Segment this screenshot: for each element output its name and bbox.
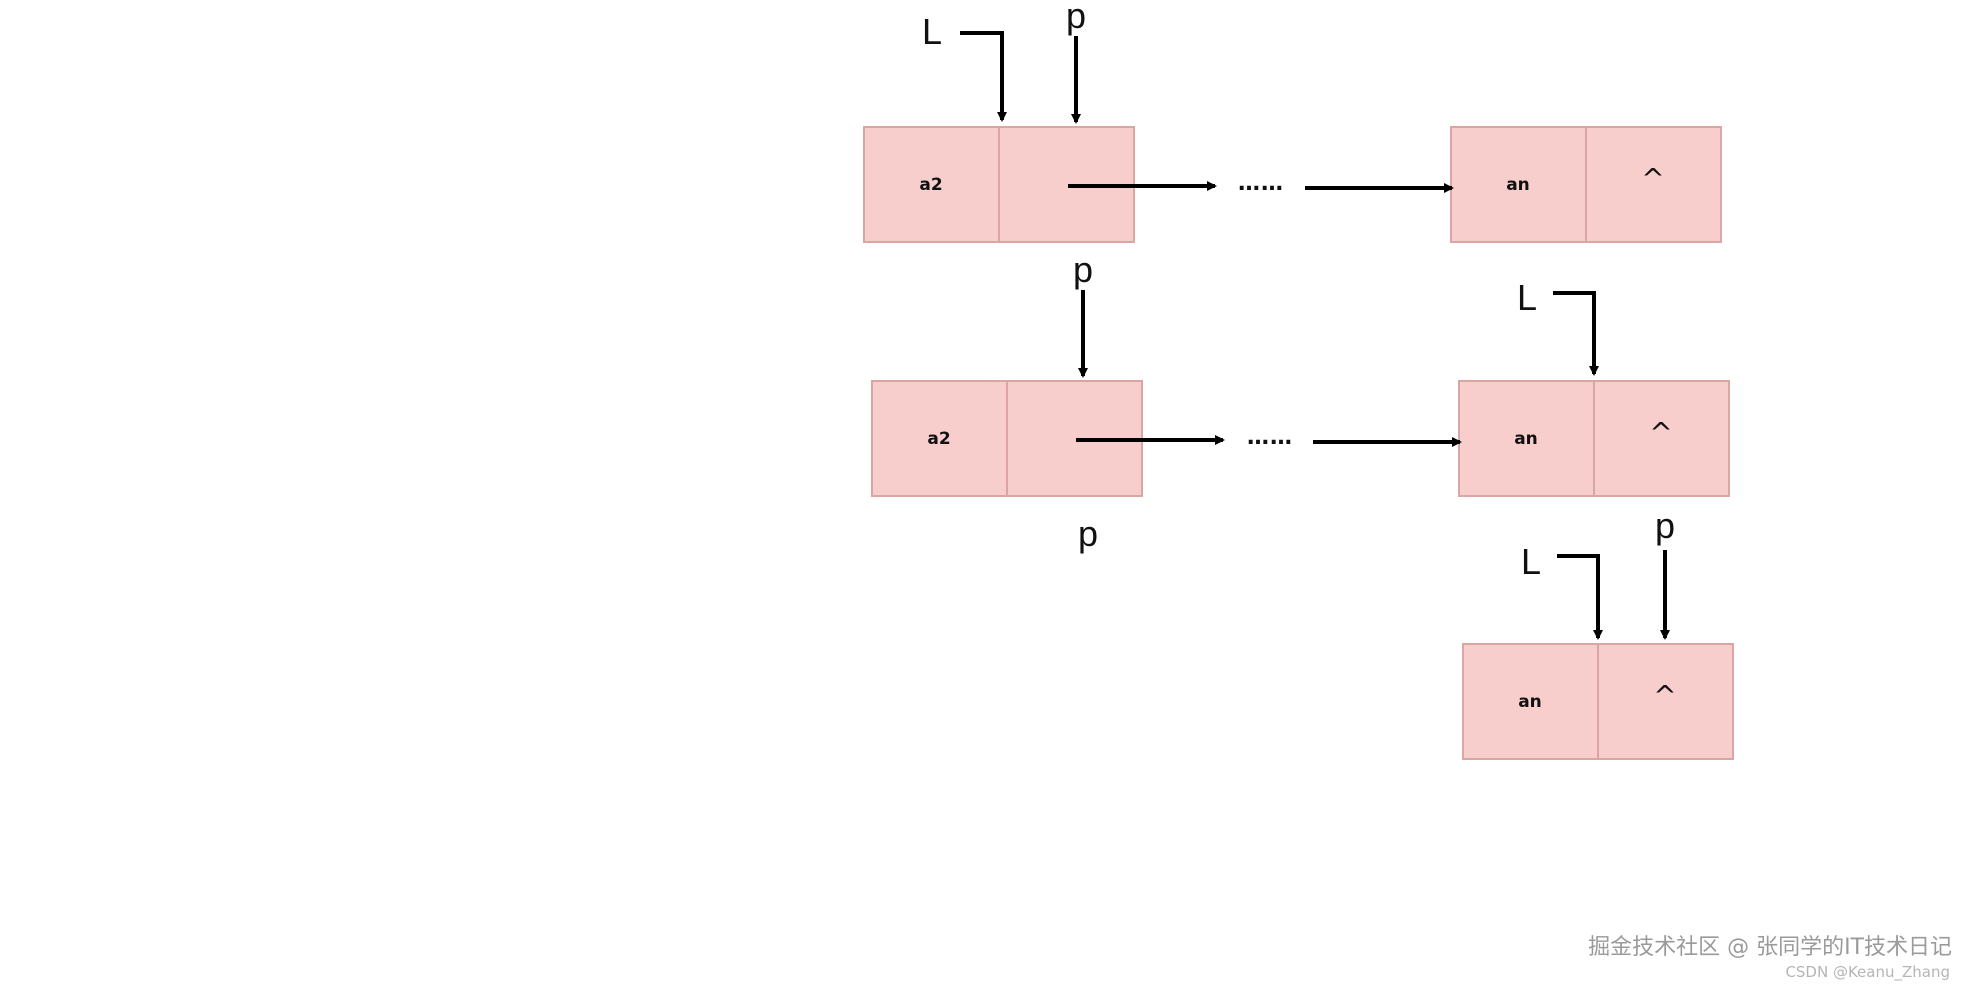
row-1: a2 an ^ …… L p [863,0,1722,243]
node-data-label: a2 [919,175,942,195]
node-data-label: an [1514,429,1538,449]
pointer-arrow-L [1557,554,1603,640]
ellipsis: …… [1238,171,1284,196]
pointer-label-p: p [1073,249,1093,290]
node-next-cell [1593,380,1730,497]
pointer-label-p: p [1655,505,1675,546]
pointer-label-L: L [922,11,942,52]
node-an-row3: an ^ [1462,643,1734,760]
watermark-credit: CSDN @Keanu_Zhang [1785,963,1950,981]
null-pointer-symbol: ^ [1641,162,1664,195]
pointer-arrow-L [1553,291,1599,376]
pointer-label-p: p [1066,0,1086,36]
node-a2-row1: a2 [863,126,1135,243]
pointer-label-L: L [1521,541,1541,582]
ellipsis: …… [1247,425,1293,450]
node-data-cell [871,380,1008,497]
node-data-label: a2 [927,429,950,449]
node-data-cell [863,126,1000,243]
row-3: an ^ p L [1462,505,1734,760]
null-pointer-symbol: ^ [1649,416,1672,449]
node-an-row1: an ^ [1450,126,1722,243]
node-next-cell [1597,643,1734,760]
node-an-row2: an ^ [1458,380,1730,497]
pointer-label-L: L [1517,277,1537,318]
node-next-cell [1585,126,1722,243]
pointer-arrow-L [960,31,1007,122]
null-pointer-symbol: ^ [1653,679,1676,712]
node-data-cell [1458,380,1595,497]
row-2: a2 an ^ …… p L p [871,249,1730,554]
watermark-text: 掘金技术社区 @ 张同学的IT技术日记 [1588,935,1952,960]
node-data-label: an [1518,692,1542,712]
node-data-label: an [1506,175,1530,195]
floating-pointer-label-p: p [1078,513,1098,554]
